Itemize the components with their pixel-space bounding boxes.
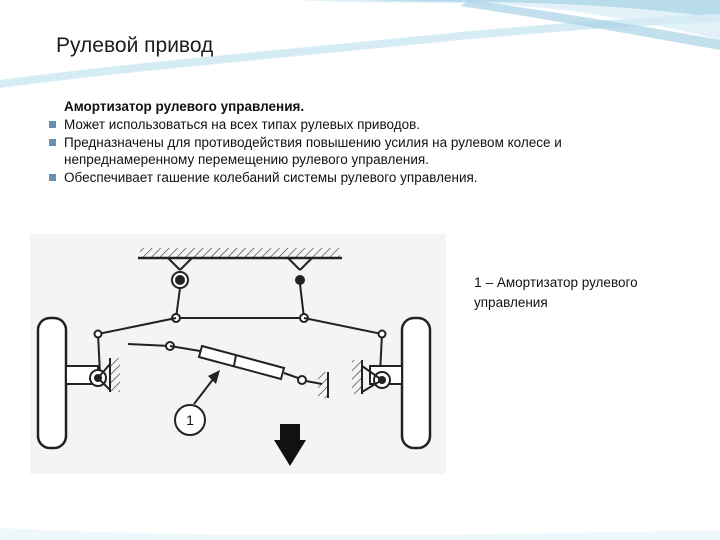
left-wheel: [36, 316, 120, 450]
figure-caption: 1 – Амортизатор рулевого управления: [474, 272, 674, 313]
figure-background: [30, 234, 446, 474]
direction-arrow-icon: [274, 424, 306, 466]
frame-ground: [138, 248, 342, 260]
slide-body: Амортизатор рулевого управления. Может и…: [46, 98, 686, 186]
bullet-text: Предназначены для противодействия повыше…: [64, 135, 562, 167]
bullet-item: Может использоваться на всех типах рулев…: [46, 116, 686, 133]
footer-wave-decoration: [0, 528, 720, 540]
header-wave-decoration: [0, 0, 720, 88]
bullet-square-icon: [49, 121, 56, 128]
callout-number: 1: [186, 412, 194, 428]
bullet-item: Обеспечивает гашение колебаний системы р…: [46, 169, 686, 186]
callout-pointer: [174, 370, 220, 436]
caption-number: 1: [474, 274, 482, 290]
steering-damper: [127, 341, 323, 385]
steering-linkage-diagram: 1: [30, 234, 446, 474]
bullet-square-icon: [49, 139, 56, 146]
bullet-text: Может использоваться на всех типах рулев…: [64, 117, 421, 132]
slide-title: Рулевой привод: [56, 34, 214, 57]
bullet-item: Предназначены для противодействия повыше…: [46, 134, 686, 168]
center-link: [171, 313, 309, 323]
right-wheel: [318, 316, 432, 450]
bullet-text: Обеспечивает гашение колебаний системы р…: [64, 170, 478, 185]
pivot-mounts: [167, 257, 313, 319]
body-heading: Амортизатор рулевого управления.: [64, 99, 305, 114]
bullet-square-icon: [49, 174, 56, 181]
caption-text: – Амортизатор рулевого управления: [474, 275, 638, 310]
